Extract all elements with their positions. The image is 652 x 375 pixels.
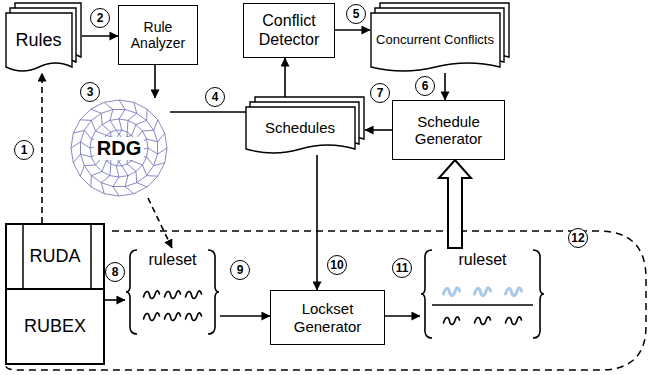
- rule-glyph: [165, 313, 181, 321]
- page-front: [246, 107, 355, 153]
- ruleset-set: ruleset: [125, 248, 220, 336]
- callout-number: 6: [415, 76, 435, 96]
- node-label: Lockset Generator: [275, 300, 380, 335]
- node-label: Schedule Generator: [397, 113, 500, 148]
- rule-glyph: [475, 317, 491, 325]
- connector-arrow: [365, 129, 392, 131]
- node-label: Schedules: [247, 119, 353, 136]
- connector-arrow: [105, 299, 125, 301]
- graph-mesh: [71, 100, 167, 196]
- callout-number: 5: [346, 4, 366, 24]
- text-area: RDG: [68, 98, 170, 198]
- callout-number: 9: [230, 260, 250, 280]
- right-brace: [533, 250, 544, 338]
- callout-number: 2: [90, 8, 110, 28]
- callout-number: 8: [105, 262, 125, 282]
- left-brace: [421, 250, 432, 338]
- rule-glyph: [475, 288, 491, 296]
- frame-line: [22, 225, 24, 292]
- text-area: RUDA: [25, 225, 85, 288]
- text-area: ruleset: [434, 251, 531, 275]
- page-front: [6, 13, 72, 71]
- right-brace: [208, 250, 219, 334]
- process-box: Schedule Generator: [392, 100, 505, 160]
- text-area: Lockset Generator: [271, 291, 384, 344]
- connector-arrow: [385, 315, 420, 317]
- module-box: RUDA: [5, 223, 105, 290]
- node-label: Rules: [7, 30, 70, 51]
- process-box: Rule Analyzer: [118, 5, 198, 65]
- callout-number: 3: [80, 82, 100, 102]
- rule-glyph: [165, 291, 181, 299]
- callout-number: 1: [14, 140, 34, 160]
- rule-glyph: [444, 317, 460, 325]
- dashed-connector: [148, 198, 172, 248]
- rule-glyph: [186, 313, 202, 321]
- frame-line: [90, 225, 92, 292]
- text-area: RUBEX: [7, 290, 103, 363]
- page-front: [371, 13, 500, 71]
- module-box: RUBEX: [5, 290, 105, 365]
- callout-number: 11: [392, 258, 412, 278]
- callout-number: 4: [205, 87, 225, 107]
- node-label: RUBEX: [11, 316, 99, 337]
- text-area: Conflict Detector: [244, 4, 334, 57]
- text-area: Rule Analyzer: [119, 6, 197, 64]
- dashed-connector: [41, 73, 43, 223]
- text-area: Concurrent Conflicts: [372, 14, 498, 66]
- ruleset-set: ruleset: [420, 248, 545, 340]
- process-box: Conflict Detector: [243, 3, 335, 58]
- node-label: Conflict Detector: [248, 12, 330, 49]
- connector-arrow: [82, 35, 118, 37]
- connector-arrow: [444, 73, 446, 100]
- callout-number: 10: [327, 255, 347, 275]
- node-label: Concurrent Conflicts: [372, 33, 498, 48]
- callout-number: 7: [370, 83, 390, 103]
- rule-glyph: [186, 291, 202, 299]
- text-area: Schedules: [247, 108, 353, 148]
- set-name: ruleset: [139, 251, 206, 269]
- node-label: Rule Analyzer: [123, 19, 193, 51]
- document-stack: Rules: [5, 3, 82, 73]
- connector-arrow: [220, 315, 270, 317]
- node-label: RDG: [94, 137, 144, 160]
- set-name: ruleset: [434, 251, 531, 269]
- graph-node: RDG: [68, 98, 170, 198]
- rule-glyph: [506, 317, 522, 325]
- text-area: Schedule Generator: [393, 101, 504, 159]
- rule-glyph: [144, 291, 160, 299]
- rule-glyph: [144, 313, 160, 321]
- node-label: RUDA: [25, 246, 85, 267]
- document-stack: Schedules: [245, 97, 365, 155]
- callout-number: 12: [568, 228, 588, 248]
- process-box: Lockset Generator: [270, 290, 385, 345]
- connector-arrow: [316, 155, 318, 290]
- rule-glyph: [444, 288, 460, 296]
- text-area: ruleset: [139, 251, 206, 275]
- left-brace: [126, 250, 137, 334]
- text-area: Rules: [7, 14, 70, 66]
- document-stack: Concurrent Conflicts: [370, 3, 510, 73]
- separator-line: [432, 304, 533, 306]
- connector-arrow: [335, 29, 370, 31]
- connector-arrow: [154, 65, 156, 98]
- hollow-arrow: [439, 160, 471, 248]
- rule-glyph: [506, 288, 522, 296]
